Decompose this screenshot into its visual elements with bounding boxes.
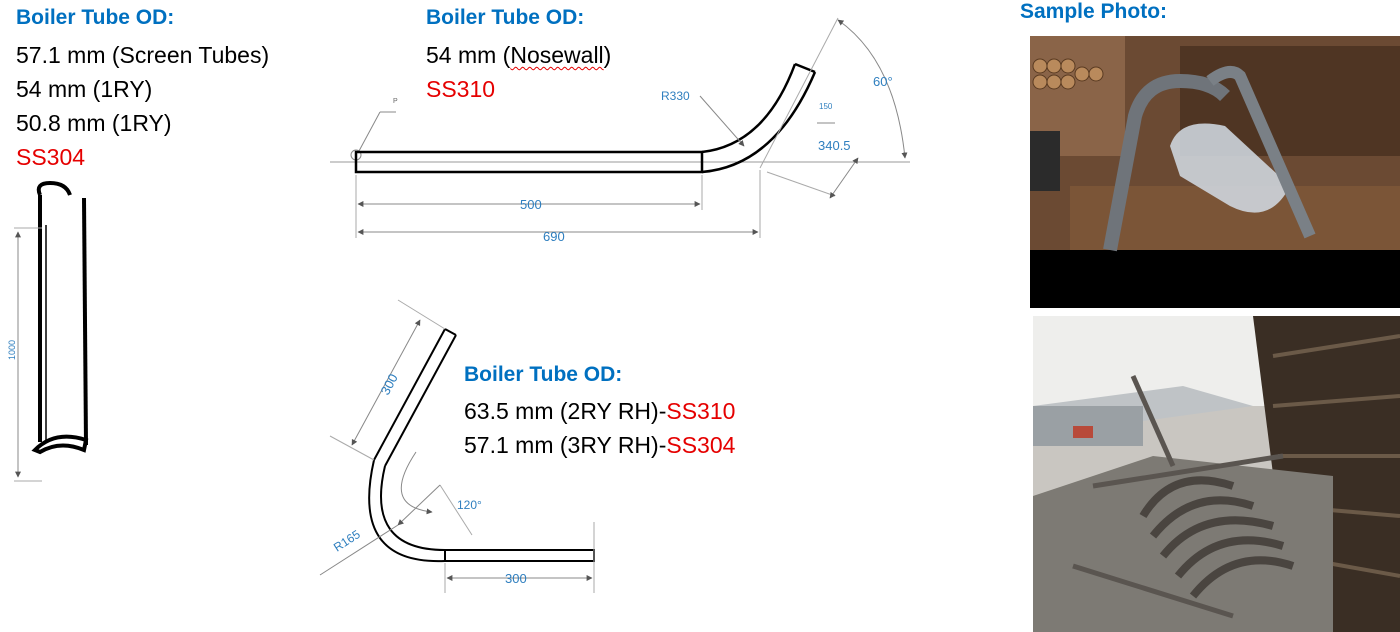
bottom-heading: Boiler Tube OD: — [464, 363, 623, 386]
nosewall-point-leader — [358, 111, 381, 152]
bottom-od-line-2-text: 57.1 mm (3RY RH)- — [464, 432, 667, 458]
left-od-line-1: 57.1 mm (Screen Tubes) — [16, 42, 270, 68]
top-material: SS310 — [426, 76, 496, 102]
nosewall-bend-inner — [701, 71, 817, 174]
nosewall-dim-total: 690 — [543, 229, 565, 244]
nosewall-leg-dim-line — [829, 157, 859, 199]
reheater-leg-inner — [384, 334, 457, 467]
sample-photo-1-image — [1030, 36, 1400, 308]
photos-heading: Sample Photo: — [1020, 0, 1168, 23]
left-od-list: 57.1 mm (Screen Tubes) 54 mm (1RY) 50.8 … — [16, 38, 269, 174]
left-material: SS304 — [16, 144, 86, 170]
nosewall-bend-outer — [701, 63, 797, 154]
bottom-od-line-1: 63.5 mm (2RY RH)-SS310 — [464, 394, 735, 428]
nosewall-straight-section — [354, 150, 704, 174]
straight-tube-drawing: 1000 — [7, 180, 89, 482]
reheater-dim-leg-upper: 300 — [377, 371, 400, 397]
reheater-leg-end — [444, 328, 457, 336]
sample-photo-1 — [1030, 36, 1400, 308]
top-od-word: Nosewall — [510, 42, 604, 68]
nosewall-angle-arc — [837, 19, 908, 159]
sample-photo-2-image — [1033, 316, 1400, 632]
left-od-line-2: 54 mm (1RY) — [16, 76, 153, 102]
reheater-angle-ray — [439, 484, 473, 536]
reheater-radius-leader — [397, 484, 441, 526]
sample-photo-2 — [1033, 316, 1400, 632]
bottom-od-list: 63.5 mm (2RY RH)-SS310 57.1 mm (3RY RH)-… — [464, 394, 735, 462]
top-od-line: 54 mm (Nosewall) — [426, 38, 611, 72]
nosewall-dim-radius: R330 — [661, 89, 690, 103]
bottom-od-line-2-material: SS304 — [666, 432, 736, 458]
reheater-bend-outer — [368, 459, 446, 563]
bottom-od-line-1-text: 63.5 mm (2RY RH)- — [464, 398, 667, 424]
nosewall-dim-leg: 340.5 — [818, 138, 851, 153]
top-od-prefix: 54 mm ( — [426, 42, 511, 68]
reheater-bottom-leg — [444, 549, 595, 562]
nosewall-dim-angle: 60° — [873, 74, 893, 89]
top-od-suffix: ) — [603, 42, 612, 68]
straight-dim-length: 1000 — [7, 340, 17, 360]
left-heading: Boiler Tube OD: — [16, 6, 175, 29]
nosewall-angle-ray — [759, 17, 839, 169]
nosewall-dim-offset: 150 — [819, 102, 833, 111]
top-heading: Boiler Tube OD: — [426, 6, 585, 29]
reheater-dim-angle: 120° — [457, 498, 482, 512]
reheater-angle-arc — [400, 451, 433, 515]
reheater-bend-inner — [380, 465, 446, 551]
bottom-od-line-1-material: SS310 — [666, 398, 736, 424]
reheater-tube-drawing: 300 120° R165 300 — [319, 299, 595, 593]
nosewall-tube-drawing: P 60° R330 150 340.5 500 690 — [330, 17, 910, 244]
nosewall-radius-leader — [699, 95, 745, 147]
nosewall-leg-ext — [766, 171, 836, 197]
nosewall-point-label: P — [393, 98, 398, 105]
nosewall-dim-straight: 500 — [520, 197, 542, 212]
reheater-ext-lower — [329, 435, 375, 461]
straight-tube-right-edge — [82, 197, 88, 446]
straight-tube-bottom-cap — [31, 434, 89, 455]
reheater-upper-dim-line — [351, 319, 421, 446]
reheater-dim-leg-lower: 300 — [505, 571, 527, 586]
reheater-ext-upper — [397, 299, 446, 330]
left-od-line-3: 50.8 mm (1RY) — [16, 110, 172, 136]
bottom-od-line-2: 57.1 mm (3RY RH)-SS304 — [464, 428, 735, 462]
top-od-list: 54 mm (Nosewall) SS310 — [426, 38, 611, 106]
straight-tube-top-cap — [36, 180, 72, 196]
reheater-radius-leader-tail — [319, 524, 399, 576]
technical-drawings: 1000 P 60° R330 150 340.5 500 690 — [7, 17, 910, 593]
nosewall-end-cap — [794, 62, 816, 74]
